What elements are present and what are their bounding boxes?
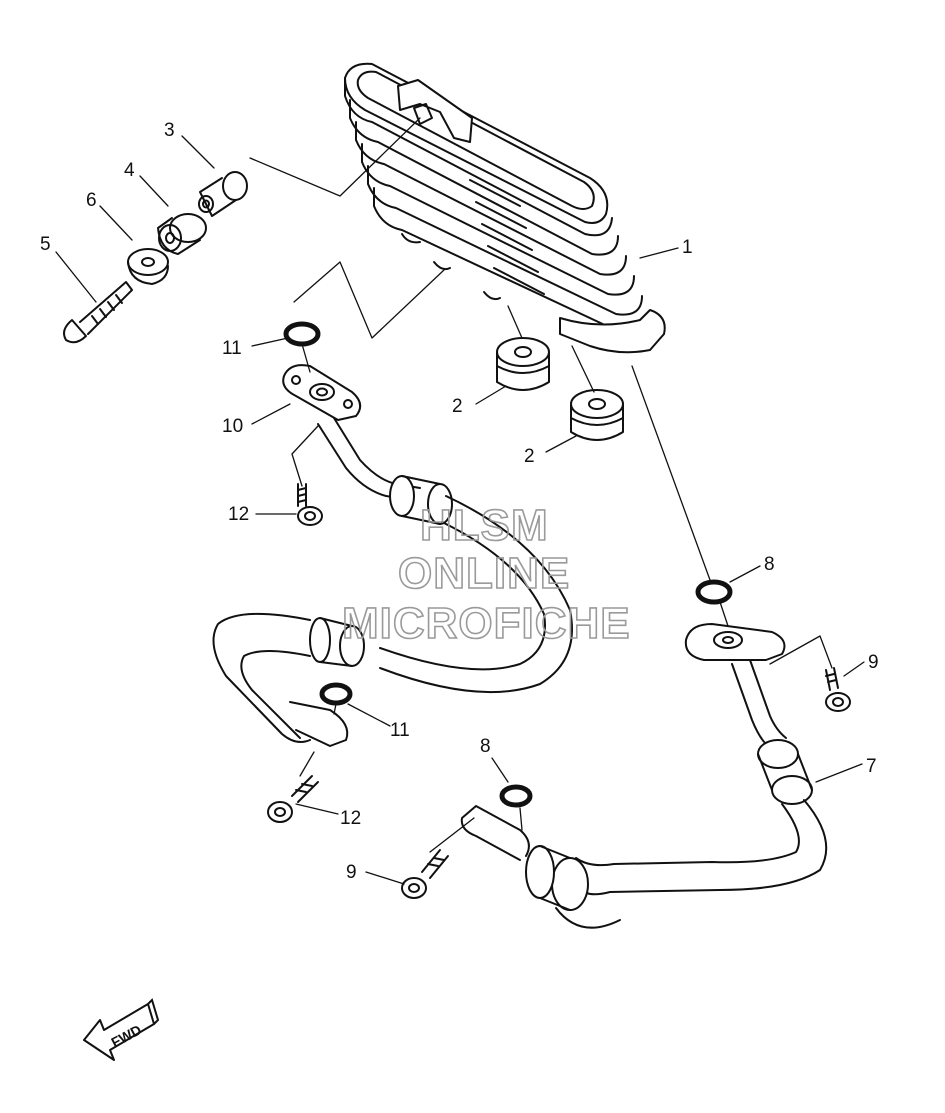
o-ring-lower-right[interactable] bbox=[499, 784, 533, 808]
hose-fitting-right[interactable] bbox=[684, 623, 786, 661]
grommet-lower[interactable] bbox=[570, 389, 624, 441]
callout-8a: 8 bbox=[764, 554, 775, 575]
watermark-line-2: ONLINE bbox=[398, 549, 570, 598]
forward-direction-arrow: FWD bbox=[83, 998, 160, 1061]
callout-7: 7 bbox=[866, 756, 877, 777]
bolt-short-right-upper[interactable] bbox=[825, 667, 851, 712]
o-ring-right-upper[interactable] bbox=[695, 579, 733, 605]
callout-2a: 2 bbox=[452, 396, 463, 417]
callout-11b: 11 bbox=[390, 720, 410, 741]
damper[interactable] bbox=[157, 213, 207, 255]
callout-9a: 9 bbox=[868, 652, 879, 673]
callout-12a: 12 bbox=[228, 504, 249, 525]
callout-3: 3 bbox=[164, 120, 175, 141]
bolt-short-upper[interactable] bbox=[297, 483, 323, 526]
hose-fitting-upper[interactable] bbox=[282, 364, 362, 421]
callout-4: 4 bbox=[124, 160, 135, 181]
collar[interactable] bbox=[198, 171, 248, 217]
callout-9b: 9 bbox=[346, 862, 357, 883]
oil-hose-upper[interactable] bbox=[212, 417, 573, 747]
watermark: HLSM ONLINE MICROFICHE bbox=[341, 500, 631, 649]
callout-12b: 12 bbox=[340, 808, 361, 829]
oil-cooler[interactable] bbox=[344, 62, 666, 354]
bolt-short-lower-left[interactable] bbox=[267, 775, 319, 823]
oil-hose-lower[interactable] bbox=[460, 659, 828, 929]
callout-6: 6 bbox=[86, 190, 97, 211]
watermark-line-3: MICROFICHE bbox=[342, 599, 631, 648]
center-lines bbox=[249, 117, 833, 853]
bolt-long[interactable] bbox=[63, 281, 133, 344]
callout-10: 10 bbox=[222, 416, 243, 437]
callouts: 1 2 2 3 4 5 6 7 8 8 9 9 10 11 11 12 12 bbox=[40, 120, 879, 883]
watermark-line-1: HLSM bbox=[420, 501, 549, 550]
washer[interactable] bbox=[127, 248, 169, 285]
label-leaders bbox=[55, 135, 865, 885]
callout-8b: 8 bbox=[480, 736, 491, 757]
callout-2b: 2 bbox=[524, 446, 535, 467]
callout-5: 5 bbox=[40, 234, 51, 255]
bolt-short-lower-right[interactable] bbox=[401, 849, 449, 899]
grommet-upper[interactable] bbox=[496, 337, 550, 391]
callout-11a: 11 bbox=[222, 338, 242, 359]
o-ring-upper[interactable] bbox=[283, 321, 321, 347]
o-ring-lower-left[interactable] bbox=[319, 682, 353, 706]
callout-1: 1 bbox=[682, 237, 693, 258]
